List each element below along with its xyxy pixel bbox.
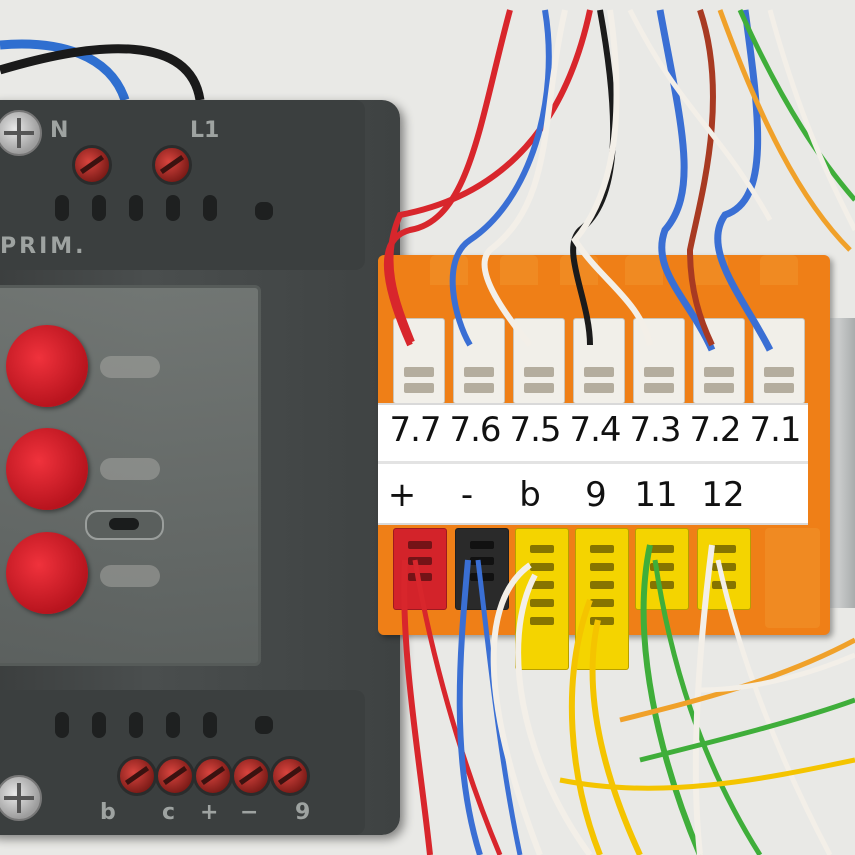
- bottom-terminal-label-b: b: [100, 800, 116, 825]
- marker-label-11: 11: [634, 475, 678, 515]
- housing-top-section: [0, 100, 365, 270]
- red-knob-1[interactable]: [6, 325, 88, 407]
- prim-label: PRIM.: [0, 234, 87, 259]
- terminal-label-n: N: [50, 118, 69, 143]
- red-wire-7-7-b: [387, 9, 593, 344]
- green-wire: [737, 8, 855, 202]
- terminal-label-l1: L1: [190, 118, 220, 143]
- vent-slot: [92, 195, 106, 221]
- bottom-terminal-label-plus: +: [200, 800, 219, 825]
- white-wire-b-2: [515, 573, 593, 855]
- red-knob-3[interactable]: [6, 532, 88, 614]
- terminal-end-cap: [765, 528, 820, 628]
- marker-label-7-6: 7.6: [449, 410, 501, 450]
- terminal-cell-7-4[interactable]: [573, 318, 625, 404]
- selector-switch[interactable]: [85, 510, 164, 540]
- screw-terminal-9[interactable]: [270, 756, 310, 796]
- marker-label-7-5: 7.5: [509, 410, 561, 450]
- marker-label-7-1: 7.1: [749, 410, 801, 450]
- vent-slot: [55, 195, 69, 221]
- marker-label-7-2: 7.2: [689, 410, 741, 450]
- vent-slot: [92, 712, 106, 738]
- marker-label-minus: -: [460, 475, 474, 515]
- marker-label-7-4: 7.4: [569, 410, 621, 450]
- orange-fin: [500, 255, 538, 285]
- white-wire-b: [627, 8, 773, 222]
- vent-hole: [255, 716, 273, 734]
- bottom-terminal-label-minus: −: [240, 800, 259, 825]
- vent-slot: [203, 712, 217, 738]
- marker-strip: [378, 403, 808, 525]
- yellow-wire-9-1: [568, 598, 603, 855]
- orange-wire: [717, 9, 852, 252]
- vent-hole: [255, 202, 273, 220]
- red-wire-7-7: [384, 9, 513, 347]
- bottom-terminal-label-9: 9: [295, 800, 311, 825]
- mounting-screw-bottom: [0, 775, 42, 821]
- vent-slot: [129, 195, 143, 221]
- white-wire-12-b: [715, 559, 833, 855]
- green-wire-11-b: [652, 559, 763, 855]
- marker-label-12: 12: [701, 475, 745, 515]
- yellow-wire-lower: [559, 757, 855, 791]
- yellow-wire-9-2: [589, 619, 643, 855]
- brown-wire-7-2: [686, 9, 716, 347]
- marker-label-7-7: 7.7: [389, 410, 441, 450]
- marker-label-plus: +: [387, 475, 417, 515]
- red-wire-plus-b: [412, 559, 503, 855]
- vent-slot: [129, 712, 143, 738]
- white-wire-7-3: [571, 9, 653, 346]
- white-wire-b-1: [490, 562, 543, 855]
- red-wire-plus: [401, 559, 433, 855]
- blue-wire-7-6: [449, 9, 552, 347]
- slot-reflection: [100, 565, 160, 587]
- white-wire-7-5: [481, 9, 568, 347]
- green-wire-lower: [639, 697, 855, 763]
- screw-terminal-minus[interactable]: [231, 756, 271, 796]
- blue-wire-7-2: [656, 9, 716, 352]
- screw-terminal-l1[interactable]: [152, 145, 192, 185]
- marker-strip-divider: [378, 461, 808, 464]
- marker-label-7-3: 7.3: [629, 410, 681, 450]
- orange-fin: [430, 255, 468, 285]
- screw-terminal-n[interactable]: [72, 145, 112, 185]
- terminal-cell-7-2[interactable]: [693, 318, 745, 404]
- green-wire-11: [640, 544, 703, 855]
- vent-slot: [55, 712, 69, 738]
- mounting-screw-top: [0, 110, 42, 156]
- white-wire-lower: [699, 652, 855, 693]
- vent-slot: [203, 195, 217, 221]
- orange-fin: [625, 255, 663, 285]
- terminal-cell-7-1[interactable]: [753, 318, 805, 404]
- orange-fin: [760, 255, 798, 285]
- white-wire: [767, 9, 855, 232]
- blue-wire-minus: [456, 559, 483, 855]
- slot-reflection: [100, 356, 160, 378]
- lower-terminal-9[interactable]: [575, 528, 629, 670]
- red-knob-2[interactable]: [6, 428, 88, 510]
- marker-label-9: 9: [585, 475, 607, 515]
- terminal-cell-7-3[interactable]: [633, 318, 685, 404]
- marker-label-b: b: [519, 475, 541, 515]
- slot-reflection: [100, 458, 160, 480]
- vent-slot: [166, 712, 180, 738]
- bottom-terminal-label-c: c: [162, 800, 176, 825]
- vent-slot: [166, 195, 180, 221]
- black-wire-top-left: [0, 44, 205, 101]
